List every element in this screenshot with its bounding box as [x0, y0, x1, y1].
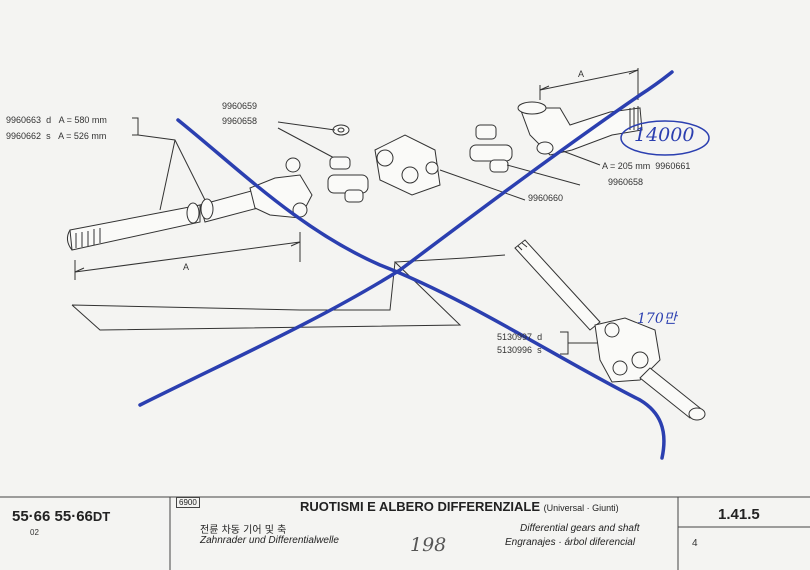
title-german: Zahnrader und Differentialwelle [200, 535, 339, 546]
center-body-part-label: 9960660 [528, 193, 564, 203]
left-shaft-part-s-label: 9960662 s A = 526 mm [6, 131, 107, 141]
page-number: 1.41.5 [718, 506, 760, 523]
assembly-part-s-label: 5130996 s [497, 345, 542, 355]
right-cross [469, 124, 581, 186]
title-block-lines [0, 496, 810, 570]
model-numbers: 55·66 55·66DT [12, 508, 111, 525]
left-shaft-part-d-label: 9960663 d A = 580 mm [6, 115, 107, 125]
yoke-part-label: A = 205 mm 9960661 [602, 161, 691, 171]
assembled-shaft [514, 239, 706, 421]
title-spanish: Engranajes · árbol diferencial [505, 537, 636, 548]
left-dimension-line [74, 232, 301, 280]
title-english: Differential gears and shaft [520, 523, 640, 534]
left-axle-shaft [66, 157, 313, 251]
exploded-parts-drawing [66, 68, 710, 460]
handwritten-page-note: 198 [410, 534, 447, 556]
right-dimension-label: A [578, 69, 585, 79]
center-ring-and-cross [277, 121, 369, 203]
title-italian: RUOTISMI E ALBERO DIFFERENZIALE (Univers… [300, 499, 619, 514]
center-cross-part-label: 9960658 [222, 116, 258, 126]
left-dimension-label: A [183, 262, 190, 272]
sheet-number: 4 [692, 538, 698, 549]
right-yoke-shaft [517, 68, 643, 166]
handwritten-price: 14000 [634, 124, 695, 146]
center-yoke-body [374, 134, 526, 201]
title-block: 55·66 55·66DT 02 6900 RUOTISMI E ALBERO … [0, 490, 810, 570]
cross-out-strike [138, 70, 710, 460]
assembly-outline [71, 254, 506, 331]
right-cross-part-label: 9960658 [608, 177, 644, 187]
model-code: 02 [30, 528, 39, 537]
ring-part-label: 9960659 [222, 101, 258, 111]
title-korean: 전륜 차동 기어 및 축 [200, 525, 287, 536]
catalog-code-box: 6900 [176, 497, 200, 508]
handwritten-note: 170만 [637, 311, 677, 327]
assembly-part-d-label: 5130997 d [497, 332, 543, 342]
left-label-bracket [132, 117, 206, 211]
